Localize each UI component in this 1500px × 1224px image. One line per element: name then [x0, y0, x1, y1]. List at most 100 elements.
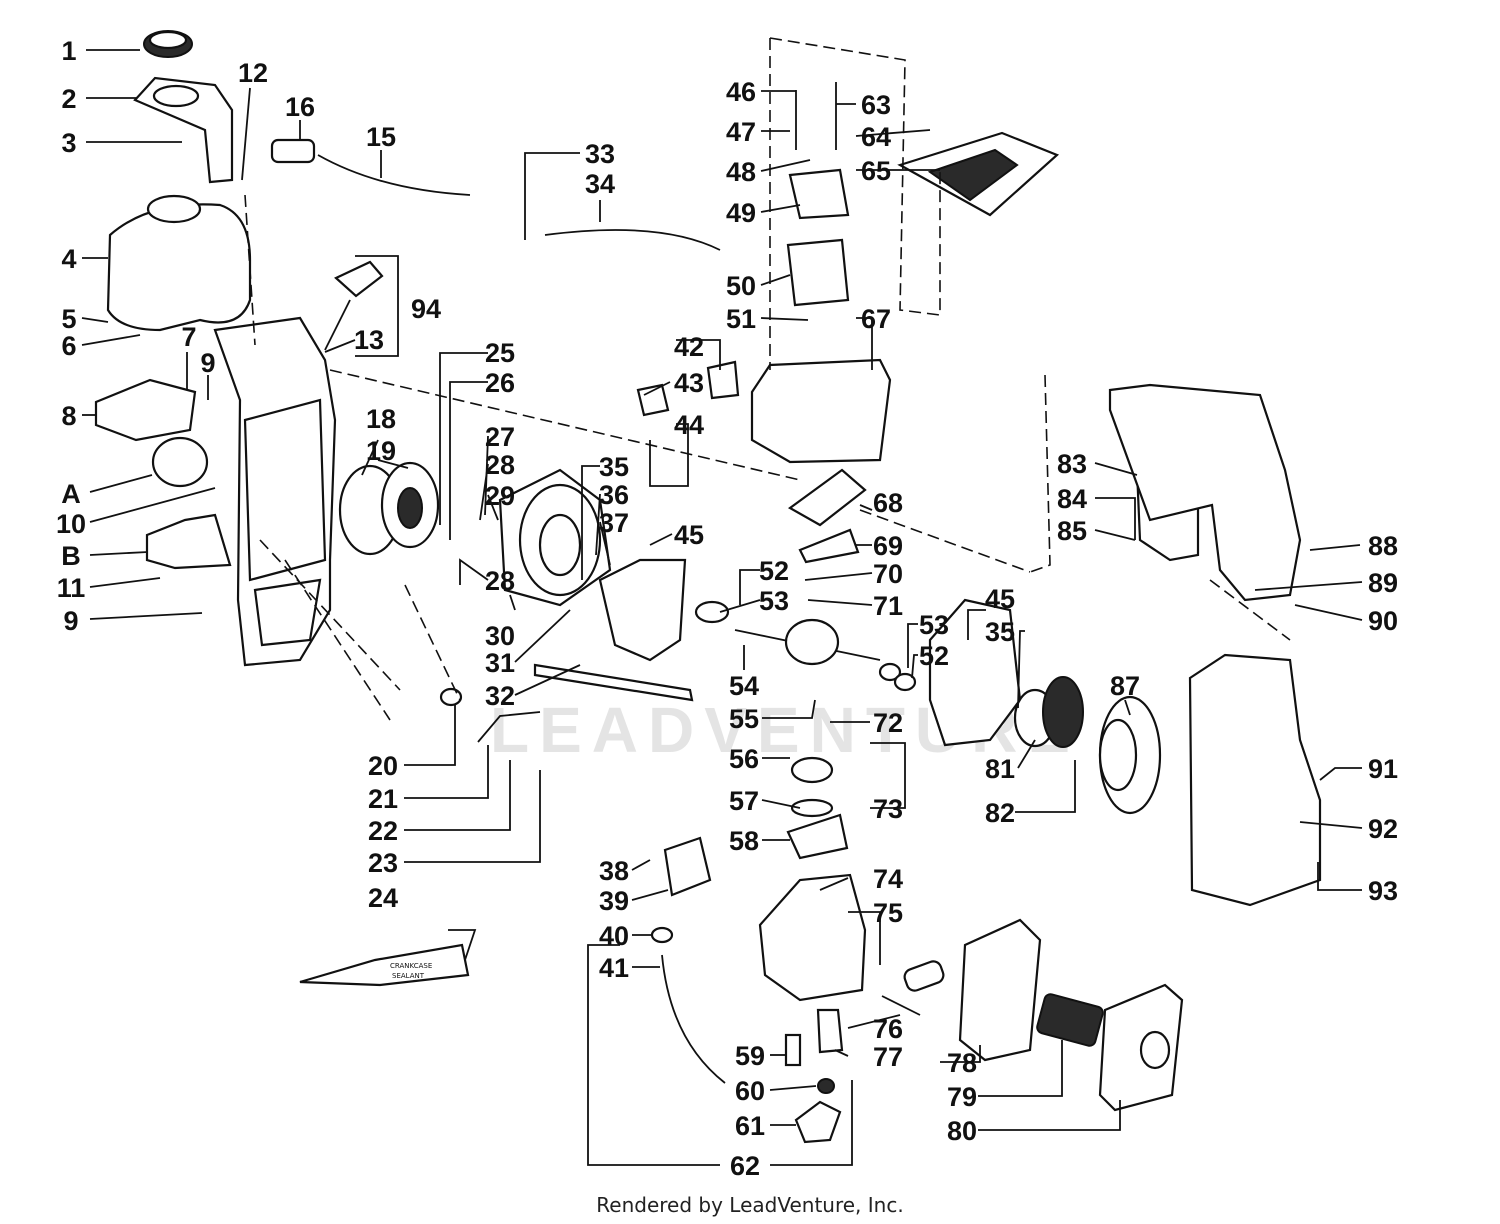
- callout-31: 31: [485, 648, 515, 678]
- callout-94: 94: [411, 294, 441, 324]
- callout-74: 74: [873, 864, 903, 894]
- callout-24: 24: [368, 883, 398, 913]
- callout-69: 69: [873, 531, 903, 561]
- callout-B: B: [61, 541, 81, 571]
- callout-61: 61: [735, 1111, 765, 1141]
- callout-93: 93: [1368, 876, 1398, 906]
- callout-21: 21: [368, 784, 398, 814]
- callout-28b: 28: [485, 566, 515, 596]
- callout-9b: 9: [63, 606, 78, 636]
- callout-33: 33: [585, 139, 615, 169]
- callout-6: 6: [61, 331, 76, 361]
- callout-67: 67: [861, 304, 891, 334]
- callout-91: 91: [1368, 754, 1398, 784]
- callout-56: 56: [729, 744, 759, 774]
- callout-48: 48: [726, 157, 756, 187]
- callout-77: 77: [873, 1042, 903, 1072]
- part-drawings: CRANKCASE SEALANT: [94, 30, 1322, 1144]
- callout-27: 27: [485, 422, 515, 452]
- callout-28: 28: [485, 450, 515, 480]
- callout-15: 15: [366, 122, 396, 152]
- callout-52: 52: [759, 556, 789, 586]
- callout-92: 92: [1368, 814, 1398, 844]
- callout-53: 53: [759, 586, 789, 616]
- callout-75: 75: [873, 898, 903, 928]
- callout-88: 88: [1368, 531, 1398, 561]
- callout-A: A: [61, 479, 81, 509]
- callout-29: 29: [485, 481, 515, 511]
- callout-78: 78: [947, 1048, 977, 1078]
- callout-34: 34: [585, 169, 615, 199]
- callout-19: 19: [366, 436, 396, 466]
- callout-47: 47: [726, 117, 756, 147]
- callout-80: 80: [947, 1116, 977, 1146]
- leader-lines: [81, 49, 1363, 1166]
- tube-label-line1: CRANKCASE: [390, 962, 432, 970]
- callout-42: 42: [674, 332, 704, 362]
- callout-83: 83: [1057, 449, 1087, 479]
- callout-23: 23: [368, 848, 398, 878]
- callout-45: 45: [674, 520, 704, 550]
- callout-81: 81: [985, 754, 1015, 784]
- callout-4: 4: [61, 244, 76, 274]
- callout-65: 65: [861, 156, 891, 186]
- callout-11: 11: [57, 573, 86, 603]
- callout-45b: 45: [985, 584, 1015, 614]
- callout-35: 35: [599, 452, 629, 482]
- callout-13: 13: [354, 325, 384, 355]
- callout-64: 64: [861, 122, 891, 152]
- callout-58: 58: [729, 826, 759, 856]
- callout-26: 26: [485, 368, 515, 398]
- callout-1: 1: [61, 36, 76, 66]
- callout-53b: 53: [919, 610, 949, 640]
- callout-72: 72: [873, 708, 903, 738]
- callout-12: 12: [238, 58, 268, 88]
- callout-32: 32: [485, 681, 515, 711]
- callout-68: 68: [873, 488, 903, 518]
- callout-30: 30: [485, 621, 515, 651]
- callout-40: 40: [599, 921, 629, 951]
- callout-52b: 52: [919, 641, 949, 671]
- callout-22: 22: [368, 816, 398, 846]
- callout-38: 38: [599, 856, 629, 886]
- callout-76: 76: [873, 1014, 903, 1044]
- callout-90: 90: [1368, 606, 1398, 636]
- callout-89: 89: [1368, 568, 1398, 598]
- callout-labels: 1 2 3 4 5 6 7 8 9 A 10 B 11 9 12 13 15 1…: [56, 36, 1398, 1181]
- callout-57: 57: [729, 786, 759, 816]
- callout-35b: 35: [985, 617, 1015, 647]
- footer-credit: Rendered by LeadVenture, Inc.: [596, 1193, 903, 1217]
- callout-73: 73: [873, 794, 903, 824]
- callout-59: 59: [735, 1041, 765, 1071]
- callout-43: 43: [674, 368, 704, 398]
- callout-55: 55: [729, 704, 759, 734]
- callout-54: 54: [729, 671, 759, 701]
- callout-44: 44: [674, 410, 704, 440]
- callout-82: 82: [985, 798, 1015, 828]
- callout-5: 5: [61, 304, 76, 334]
- callout-84: 84: [1057, 484, 1087, 514]
- callout-18: 18: [366, 404, 396, 434]
- callout-49: 49: [726, 198, 756, 228]
- callout-20: 20: [368, 751, 398, 781]
- callout-2: 2: [61, 84, 76, 114]
- callout-70: 70: [873, 559, 903, 589]
- callout-60: 60: [735, 1076, 765, 1106]
- tube-label-line2: SEALANT: [392, 972, 425, 980]
- callout-79: 79: [947, 1082, 977, 1112]
- callout-87: 87: [1110, 671, 1140, 701]
- assembly-lines: [244, 37, 1291, 721]
- callout-41: 41: [599, 953, 629, 983]
- callout-63: 63: [861, 90, 891, 120]
- callout-8: 8: [61, 401, 76, 431]
- callout-46: 46: [726, 77, 756, 107]
- callout-36: 36: [599, 480, 629, 510]
- callout-16: 16: [285, 92, 315, 122]
- callout-10: 10: [56, 509, 86, 539]
- callout-62: 62: [730, 1151, 760, 1181]
- callout-85: 85: [1057, 516, 1087, 546]
- callout-7: 7: [181, 322, 196, 352]
- callout-51: 51: [726, 304, 756, 334]
- callout-71: 71: [873, 591, 903, 621]
